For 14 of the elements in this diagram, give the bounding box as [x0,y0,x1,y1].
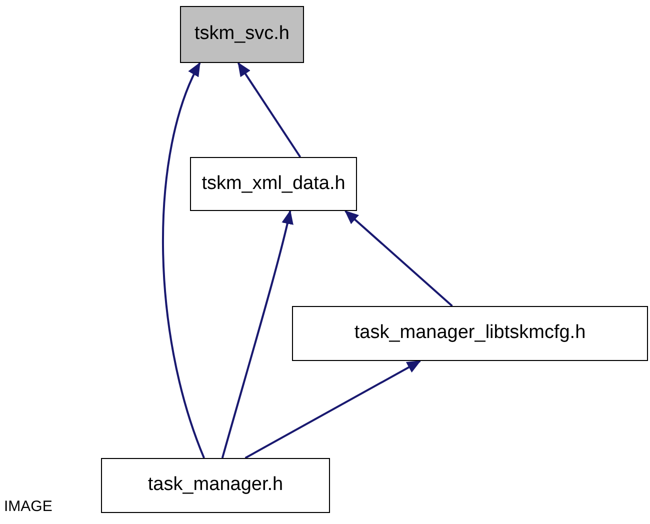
file-box [180,6,304,63]
arrow [221,210,294,458]
file-name: tskm_xml_data.h [202,172,346,196]
file-name: task_manager_libtskmcfg.h [354,321,586,346]
file-name: task_manager.h [148,473,284,498]
file-box [101,458,330,513]
file-name: tskm_svc.h [194,22,290,46]
arrow [244,360,422,459]
file-box [292,306,648,361]
arrow [162,62,205,458]
arrow [344,210,453,307]
arrow [237,62,302,158]
file-box [190,157,357,211]
image-caption: IMAGE [4,497,52,517]
